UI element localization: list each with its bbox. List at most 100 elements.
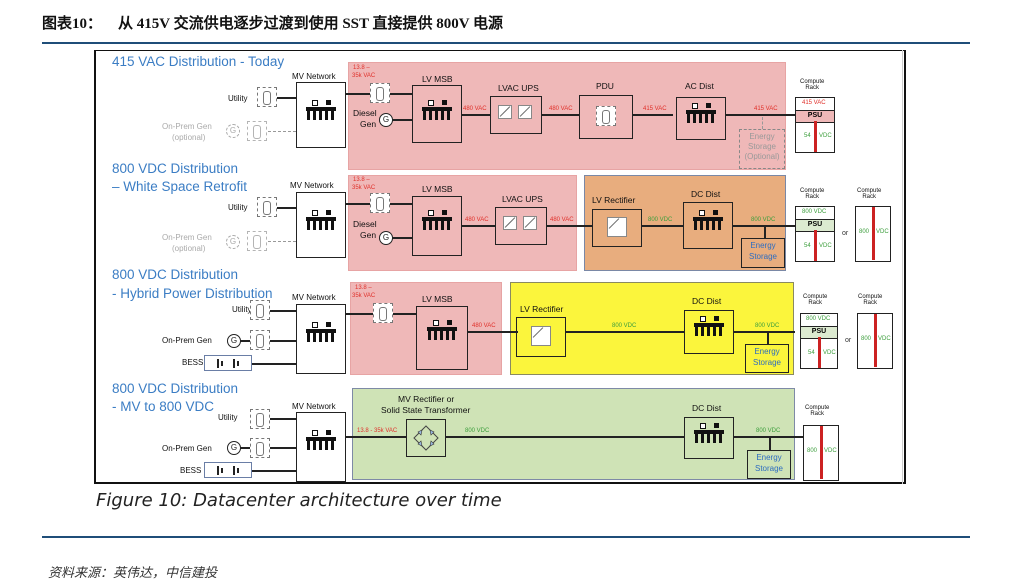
- wire: [270, 340, 296, 342]
- diesel-label: Diesel: [353, 219, 377, 229]
- or-label: or: [845, 337, 852, 344]
- gen-label: Gen: [360, 230, 377, 240]
- rack-bus-bar: [814, 230, 817, 261]
- lvac-ups-label: LVAC UPS: [498, 83, 539, 93]
- pdu-label: PDU: [596, 81, 614, 91]
- mv-voltage-label: 13.8 –: [353, 65, 370, 71]
- wire: [566, 331, 684, 333]
- dc-dist-label: DC Dist: [691, 189, 721, 199]
- mv-network-label: MV Network: [292, 72, 336, 81]
- lv-rectifier-box: [592, 209, 642, 247]
- section-3-title: 800 VDC Distribution: [112, 267, 239, 282]
- wire: [462, 225, 495, 227]
- voltage-800dc-label: 800 VDC: [465, 428, 490, 434]
- bess-battery-icon: [204, 355, 252, 371]
- compute-rack-800v-box: 800 VDC: [857, 313, 893, 369]
- gen-transformer-icon: [250, 330, 270, 350]
- mv-rectifier-label: MV Rectifier or: [398, 394, 455, 404]
- section-4-subtitle: - MV to 800 VDC: [112, 399, 215, 414]
- utility-label: Utility: [218, 413, 238, 422]
- pdu-box: [579, 95, 633, 139]
- wire: [734, 436, 803, 438]
- dc-dist-box: [684, 417, 734, 459]
- section-4-title: 800 VDC Distribution: [112, 381, 239, 396]
- utility-transformer-icon: [257, 197, 277, 217]
- busbar-icon: [693, 210, 723, 232]
- figure-title: 从 415V 交流供电逐步过渡到使用 SST 直接提供 800V 电源: [118, 16, 504, 32]
- bess-battery-icon: [204, 462, 252, 478]
- rack-input-voltage: 800 VDC: [802, 209, 827, 215]
- generator-icon: G: [227, 334, 241, 348]
- wire: [392, 237, 412, 239]
- section-3-ac-zone: [350, 282, 502, 375]
- rack-bus-bar: [820, 426, 823, 479]
- busbar-icon: [306, 322, 336, 344]
- compute-rack-800v-box: 800 VDC: [803, 425, 839, 481]
- rack-voltage-unit: VDC: [819, 133, 832, 139]
- lv-msb-label: LV MSB: [422, 184, 453, 194]
- frame-divider: [902, 50, 903, 484]
- busbar-icon: [686, 103, 716, 125]
- sst-box: [406, 419, 446, 457]
- rack-voltage-800: 800: [861, 336, 872, 342]
- wire: [252, 363, 296, 365]
- compute-rack-box: 415 VAC PSU 54 VDC: [795, 97, 835, 153]
- converter-icon: [503, 216, 517, 230]
- generator-icon: G: [226, 124, 240, 138]
- rack-voltage-54: 54: [804, 133, 811, 139]
- section-2-title: 800 VDC Distribution: [112, 161, 239, 176]
- lvac-ups-label: LVAC UPS: [502, 194, 543, 204]
- lv-msb-box: [412, 196, 462, 256]
- mv-voltage-label-2: 35k VAC: [352, 73, 376, 79]
- sst-label: Solid State Transformer: [381, 405, 471, 415]
- figure-number: 图表10：: [42, 16, 103, 32]
- mv-transformer-icon: [370, 83, 390, 103]
- compute-rack-box: 800 VDC PSU 54 VDC: [800, 313, 838, 369]
- converter-icon: [498, 105, 512, 119]
- rack-voltage-54: 54: [808, 350, 815, 356]
- voltage-800dc-label: 800 VDC: [612, 323, 637, 329]
- mv-voltage-label-2: 35k VAC: [352, 185, 376, 191]
- mv-transformer-icon: [370, 193, 390, 213]
- mv-voltage-label: 13.8 –: [355, 285, 372, 291]
- wire: [734, 331, 795, 333]
- rack-voltage-unit: VDC: [878, 336, 891, 342]
- diesel-generator-icon: G: [379, 231, 393, 245]
- busbar-icon: [306, 430, 336, 452]
- figure-header: 图表10： 从 415V 交流供电逐步过渡到使用 SST 直接提供 800V 电源: [42, 12, 503, 33]
- utility-label: Utility: [228, 203, 248, 212]
- wire: [346, 436, 406, 438]
- voltage-800dc-label: 800 VDC: [755, 323, 780, 329]
- mv-voltage-label: 13.8 –: [353, 177, 370, 183]
- utility-transformer-icon: [250, 409, 270, 429]
- rack-voltage-800: 800: [807, 448, 818, 454]
- wire: [277, 97, 296, 99]
- compute-rack-box: 800 VDC PSU 54 VDC: [795, 206, 835, 262]
- section-3-subtitle: - Hybrid Power Distribution: [112, 286, 273, 301]
- generator-icon: G: [227, 441, 241, 455]
- diesel-label: Diesel: [353, 108, 377, 118]
- bess-label: BESS: [182, 358, 204, 367]
- rack-voltage-unit: VDC: [819, 243, 832, 249]
- voltage-800dc-label: 800 VDC: [648, 217, 673, 223]
- wire: [240, 340, 250, 342]
- voltage-415-label: 415 VAC: [754, 106, 778, 112]
- wire: [769, 436, 771, 450]
- dc-dist-label: DC Dist: [692, 403, 722, 413]
- mv-voltage-label-2: 35k VAC: [352, 293, 376, 299]
- rack-voltage-unit: VDC: [823, 350, 836, 356]
- gen-transformer-icon: [250, 438, 270, 458]
- dc-dist-box: [684, 310, 734, 354]
- busbar-icon: [422, 210, 452, 232]
- wire: [277, 207, 296, 209]
- on-prem-gen-label: On-Prem Gen: [162, 336, 212, 345]
- wire: [252, 470, 296, 472]
- busbar-icon: [306, 100, 336, 122]
- rack-voltage-800: 800: [859, 229, 870, 235]
- lv-rectifier-label: LV Rectifier: [592, 195, 636, 205]
- rack-input-voltage: 800 VDC: [806, 316, 831, 322]
